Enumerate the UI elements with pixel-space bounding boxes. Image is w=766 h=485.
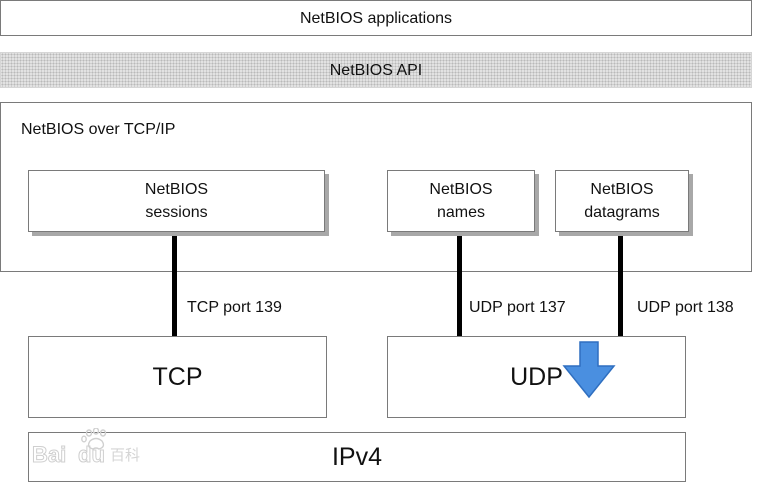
svg-text:Bai: Bai [32, 442, 66, 467]
datagrams-to-udp-line [618, 236, 623, 338]
svg-text:百科: 百科 [110, 446, 140, 464]
netbios-applications-label: NetBIOS applications [299, 9, 453, 27]
tcp-layer-box: TCP [28, 336, 327, 418]
udp-layer-label: UDP [510, 362, 563, 391]
sessions-to-tcp-line [172, 236, 177, 338]
netbios-api-layer: NetBIOS API [0, 52, 752, 88]
udp-layer-box: UDP [387, 336, 686, 418]
tcp-port-139-label: TCP port 139 [187, 299, 282, 316]
netbios-datagrams-label: NetBIOS datagrams [584, 181, 660, 221]
names-to-udp-line [457, 236, 462, 338]
netbios-names-box: NetBIOS names [387, 170, 535, 232]
netbios-names-label: NetBIOS names [429, 181, 493, 221]
udp-port-137-label: UDP port 137 [469, 299, 566, 316]
baidu-paw-icon: Bai du 百科 [32, 428, 140, 468]
ipv4-layer-label: IPv4 [331, 442, 383, 471]
netbios-applications-layer: NetBIOS applications [0, 0, 752, 36]
netbios-over-tcpip-label: NetBIOS over TCP/IP [21, 121, 176, 138]
netbios-api-label: NetBIOS API [329, 61, 423, 79]
udp-port-138-label: UDP port 138 [637, 299, 734, 316]
netbios-sessions-box: NetBIOS sessions [28, 170, 325, 232]
ipv4-layer-box: IPv4 [28, 432, 686, 482]
netbios-datagrams-box: NetBIOS datagrams [555, 170, 689, 232]
svg-text:du: du [78, 442, 105, 467]
netbios-sessions-label: NetBIOS sessions [144, 181, 209, 221]
tcp-layer-label: TCP [152, 362, 203, 391]
arrow-down-icon [562, 341, 616, 399]
